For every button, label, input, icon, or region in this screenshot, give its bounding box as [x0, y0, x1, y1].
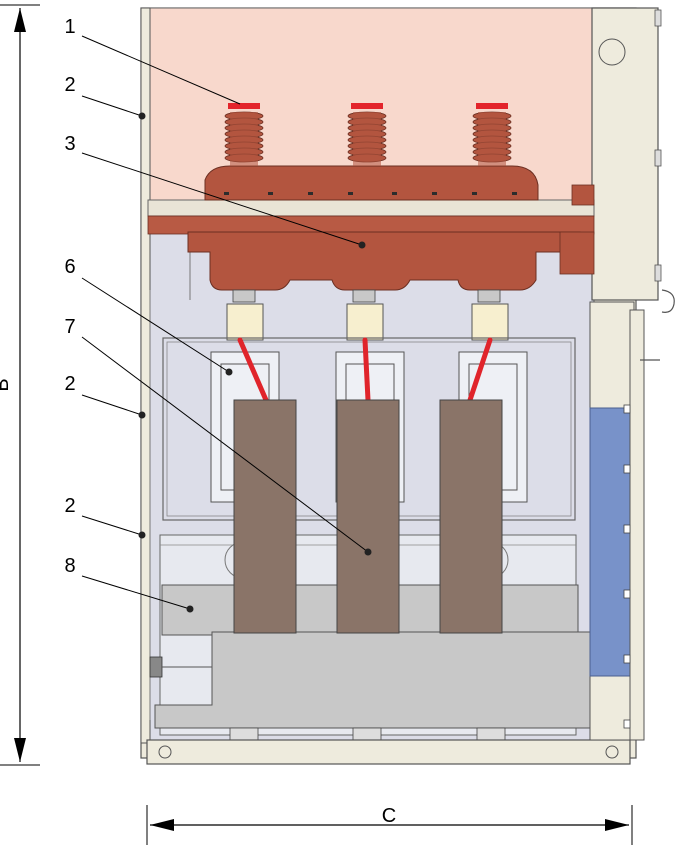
callout-leader-line — [81, 152, 363, 246]
dimension-c-label: C — [382, 805, 396, 827]
callout-dot — [364, 548, 372, 556]
callout-dot — [358, 241, 366, 249]
callout-leader-line — [81, 575, 191, 610]
cable-connection-heads — [226, 289, 509, 341]
callout-number: 2 — [64, 495, 75, 517]
callout-dot — [186, 605, 194, 613]
door-latches — [623, 404, 631, 729]
lv-control-box — [591, 7, 659, 301]
insulator-cap — [476, 103, 508, 109]
callout-dot — [138, 531, 146, 539]
busbar-end-cap — [571, 184, 595, 206]
callout-dot — [225, 368, 233, 376]
operating-shaft — [149, 656, 163, 678]
callout-dot — [138, 411, 146, 419]
hinge-bottom — [654, 264, 662, 282]
callout-group: 1 2 3 6 7 2 2 8 — [64, 16, 372, 613]
cable-gland — [661, 289, 675, 313]
callout-number: 8 — [64, 555, 75, 577]
callout-leader-line — [81, 35, 241, 105]
callout-number: 7 — [64, 316, 75, 338]
bushing-insulator-1 — [224, 103, 264, 166]
current-transformers — [233, 399, 503, 634]
plinth-hole-left — [158, 745, 172, 759]
callout-leader-line — [81, 515, 143, 536]
busbar-housing-lower — [187, 231, 581, 291]
housing-bolts — [224, 192, 517, 195]
callout-number: 3 — [64, 133, 75, 155]
hinge-mid — [654, 149, 662, 167]
bushing-insulator-3 — [472, 103, 512, 166]
front-door-panel — [589, 407, 633, 677]
base-mechanism-block — [154, 631, 591, 729]
callout-number: 2 — [64, 74, 75, 96]
bushing-insulators — [224, 103, 512, 166]
dimension-b-label: B — [0, 378, 13, 391]
busbar-housing-top — [204, 165, 539, 201]
hinge-top — [654, 9, 662, 27]
dim-c-arrow-right — [605, 819, 629, 831]
control-box-viewport — [598, 38, 626, 66]
dim-b-arrow-bottom — [14, 738, 26, 762]
support-rail — [147, 215, 595, 235]
insulator-cap — [228, 103, 260, 109]
dim-b-arrow-top — [14, 8, 26, 32]
callout-leader-line — [81, 336, 369, 553]
callout-number: 2 — [64, 373, 75, 395]
plinth-hole-right — [605, 745, 619, 759]
door-hinge-edge — [629, 309, 645, 741]
phase-conductors — [237, 337, 493, 403]
dim-c-arrow-left — [150, 819, 174, 831]
busbar-support-plate — [147, 199, 595, 217]
insulator-cap — [351, 103, 383, 109]
callout-number: 6 — [64, 256, 75, 278]
bushing-insulator-2 — [347, 103, 387, 166]
callout-dot — [138, 112, 146, 120]
callout-leader-line — [81, 277, 230, 373]
callout-leader-line — [81, 95, 143, 117]
callout-number: 1 — [64, 16, 75, 38]
callout-leader-line — [81, 394, 143, 416]
base-plinth — [146, 739, 631, 765]
busbar-side-block — [559, 231, 595, 275]
